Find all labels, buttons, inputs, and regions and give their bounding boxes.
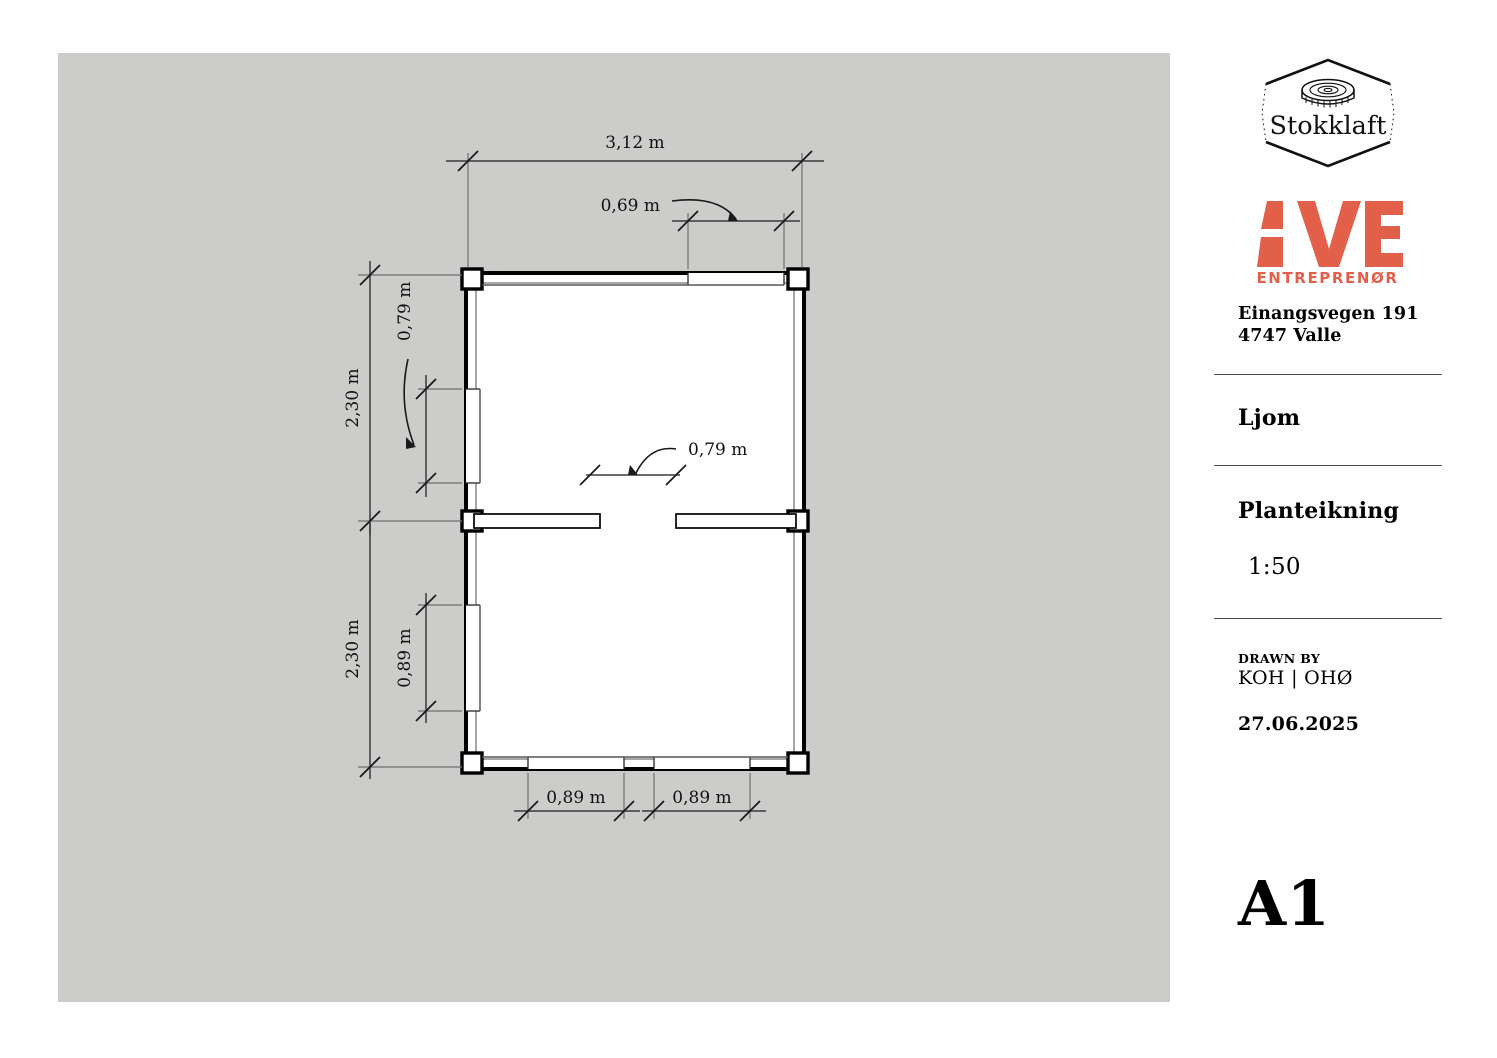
drawn-by-value: KOH | OHØ [1238,666,1353,689]
dimension-label-bottom-right: 0,89 m [672,788,731,808]
dimension-left-lower-overall: 2,30 m [343,521,462,779]
project-name: Ljom [1238,404,1301,431]
dimension-bottom-right: 0,89 m [642,773,766,822]
interior-partition-wall [473,513,797,529]
opening-bottom-right [653,756,751,769]
address-line-1: Einangsvegen 191 [1238,304,1419,324]
opening-top-door [687,273,785,286]
dimension-label-interior-door: 0,79 m [688,440,747,460]
drawing-scale: 1:50 [1248,553,1301,580]
dimension-label-top-door: 0,69 m [601,196,660,216]
company-address: Einangsvegen 191 4747 Valle [1190,303,1465,348]
log-end-ring-icon [1300,78,1355,108]
sheet-number: A1 [1238,866,1331,940]
dimension-left-upper-opening: 0,79 m [395,282,462,497]
dimension-label-left-upper-opening: 0,79 m [395,282,415,341]
dimension-top-door: 0,69 m [601,196,800,269]
dimension-interior-door: 0,79 m [579,440,747,486]
leader-arrowhead [406,437,416,449]
drawing-canvas: .wall-heavy { fill:none; stroke:#000; st… [58,53,1170,1002]
stokklaft-logo: Stokklaft [1190,40,1465,175]
drawing-date: 27.06.2025 [1238,712,1359,735]
dimension-label-left-lower-opening: 0,89 m [395,628,415,687]
ve-tagline: ENTREPRENØR [1256,269,1399,287]
drawn-by-label: DRAWN BY [1238,650,1321,666]
leader-arrowhead [728,211,738,221]
title-block: Stokklaft ENTREPRENØR Einangsvegen 191 4… [1190,40,1465,1000]
dimension-label-overall-width: 3,12 m [605,133,664,153]
ve-logo-mark [1256,201,1403,267]
dimension-bottom-left: 0,89 m [514,773,640,822]
stokklaft-logo-mark: Stokklaft [1260,58,1395,168]
floor-plan-drawing: .wall-heavy { fill:none; stroke:#000; st… [343,133,824,822]
dimension-label-left-lower-overall: 2,30 m [343,619,363,678]
dimension-left-upper-overall: 2,30 m [343,261,462,535]
opening-left-lower [466,604,481,712]
dimension-left-lower-opening: 0,89 m [395,593,462,723]
divider-3 [1213,617,1442,619]
dimension-label-bottom-left: 0,89 m [546,788,605,808]
divider-1 [1213,373,1442,375]
stokklaft-wordmark: Stokklaft [1269,111,1387,141]
dimension-overall-width: 3,12 m [446,133,824,267]
leader-arrowhead [628,465,638,475]
ve-entreprenor-logo: ENTREPRENØR [1190,197,1465,297]
divider-2 [1213,464,1442,466]
drawing-type: Planteikning [1238,497,1400,524]
address-line-2: 4747 Valle [1238,326,1342,347]
opening-bottom-left [527,756,625,769]
dimension-label-left-upper-overall: 2,30 m [343,368,363,427]
opening-left-upper [466,388,481,484]
